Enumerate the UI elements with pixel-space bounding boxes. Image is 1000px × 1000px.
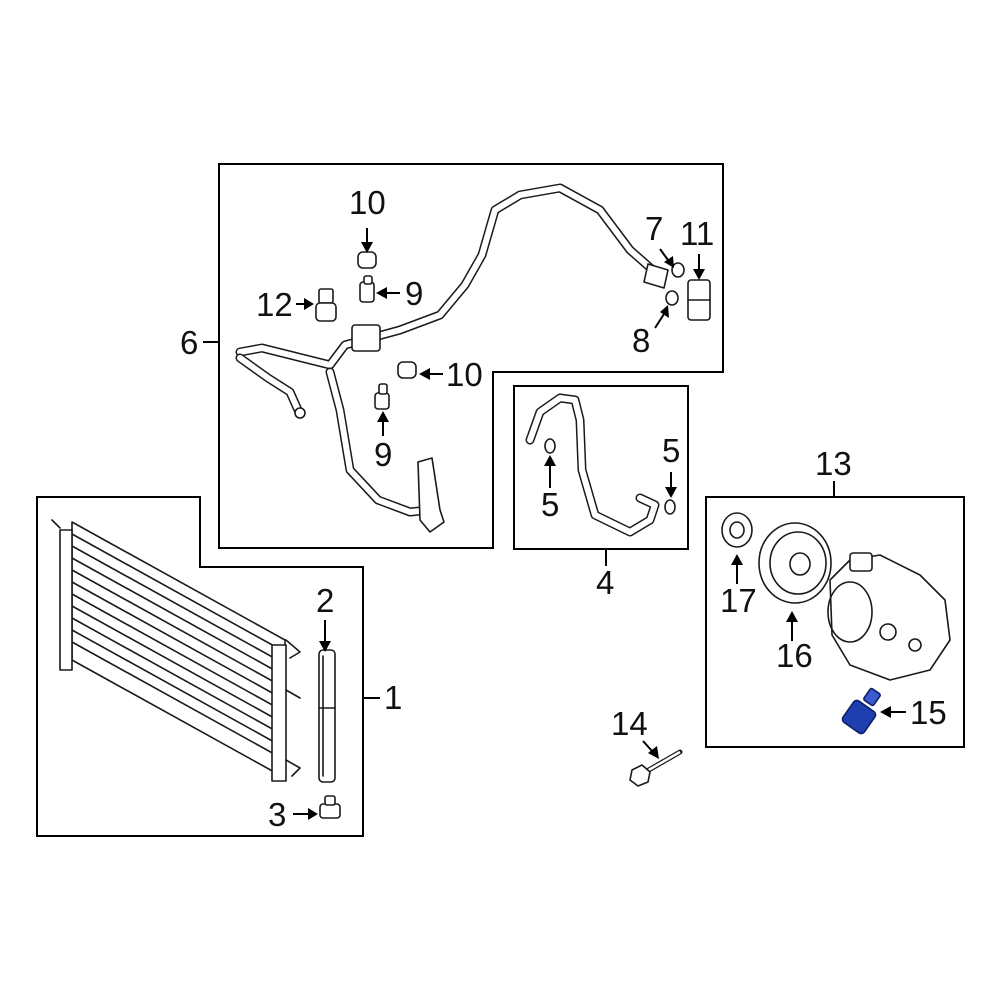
callout-9-upper: 9: [405, 275, 423, 312]
liquid-line-frame: [513, 385, 689, 550]
service-cap-10b-illustration: [397, 361, 417, 379]
callout-10-lower: 10: [446, 356, 483, 393]
callout-15: 15: [910, 694, 947, 731]
bolt-14-illustration: [629, 749, 683, 787]
callout-5-right: 5: [662, 432, 680, 469]
condenser-group-frame: [36, 496, 364, 837]
expansion-valve-11-illustration: [687, 279, 711, 321]
callout-3: 3: [268, 796, 286, 833]
callout-12: 12: [256, 286, 293, 323]
compressor-body-illustration: [827, 552, 951, 681]
pressure-relief-valve-15-illustration: [841, 687, 881, 735]
service-cap-10a-illustration: [357, 251, 377, 269]
o-ring-8-illustration: [665, 290, 679, 306]
callout-8: 8: [632, 322, 650, 359]
receiver-drier-illustration: [318, 649, 336, 783]
liquid-line-illustration: [525, 393, 676, 537]
hose-group-frame: [218, 163, 724, 549]
leader-lines: [203, 228, 906, 820]
callout-16: 16: [776, 637, 813, 674]
callout-9-lower: 9: [374, 436, 392, 473]
callout-4: 4: [596, 564, 614, 601]
o-ring-7-illustration: [671, 262, 685, 278]
callout-labels: 1 2 3 4 5 5 6 7 8 9 9 10 10 11 12 13 14 …: [180, 184, 947, 833]
callout-14: 14: [611, 705, 648, 742]
service-valve-9a-illustration: [359, 275, 375, 303]
service-valve-9b-illustration: [374, 383, 390, 410]
condenser-illustration: [51, 519, 301, 782]
callout-2: 2: [316, 582, 334, 619]
hose-assembly-illustration: [235, 183, 669, 533]
callout-10-upper: 10: [349, 184, 386, 221]
pressure-switch-12-illustration: [315, 288, 337, 322]
callout-17: 17: [720, 582, 757, 619]
callout-13: 13: [815, 445, 852, 482]
callout-11: 11: [680, 215, 714, 252]
callout-1: 1: [384, 679, 402, 716]
clutch-hub-17-illustration: [721, 512, 753, 548]
drier-cap-illustration: [319, 795, 341, 819]
callout-5-left: 5: [541, 486, 559, 523]
callout-6: 6: [180, 324, 198, 361]
callout-7: 7: [645, 210, 663, 247]
clutch-pulley-16-illustration: [758, 522, 832, 604]
